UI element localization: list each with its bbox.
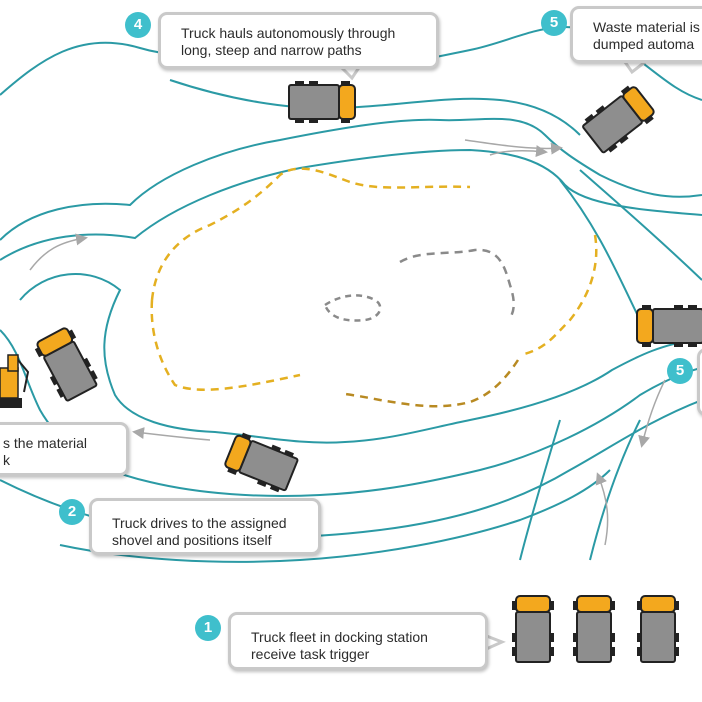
road-right-side-2 [579, 169, 702, 281]
arrow-left-top [29, 233, 88, 271]
truck-hauling-icon [288, 80, 356, 124]
road-inner-top-2 [0, 148, 702, 261]
excavator-icon [0, 354, 30, 408]
arrow-to-dump-2 [489, 145, 548, 158]
truck-docked-3-icon [636, 595, 680, 663]
pit-contour-outer [150, 167, 598, 357]
pit-contour-inner [399, 248, 515, 319]
truck-at-shovel-icon [31, 324, 102, 405]
arrow-right-down [638, 379, 666, 448]
direction-arrows [29, 139, 666, 546]
road-top-lane [169, 79, 581, 136]
step-5a-callout: Waste material is dumped automa [570, 6, 702, 63]
truck-docked-1-icon [511, 595, 555, 663]
callout-tail-4 [338, 64, 362, 81]
step-5b-callout [697, 348, 702, 416]
step-badge-5a: 5 [541, 10, 567, 36]
truck-dumping-icon [578, 81, 659, 158]
truck-docked-2-icon [572, 595, 616, 663]
arrow-dock-up [595, 472, 609, 546]
pit-contour-lower [344, 359, 520, 408]
road-shovel-loop [19, 273, 702, 444]
pit-contour-core [323, 294, 382, 322]
road-dock-right [589, 419, 641, 561]
step-badge-1: 1 [195, 615, 221, 641]
callout-tail-5a [623, 60, 646, 75]
callout-tail-1 [483, 633, 506, 652]
step-badge-5b: 5 [667, 358, 693, 384]
step-1-callout: Truck fleet in docking station receive t… [228, 612, 488, 670]
road-bottom-2 [59, 469, 611, 563]
arrow-to-shovel [132, 427, 211, 441]
road-inner-top [0, 117, 702, 241]
road-dock-left [519, 419, 561, 561]
step-3-callout: s the material k [0, 422, 129, 476]
step-badge-4: 4 [125, 12, 151, 38]
step-4-callout: Truck hauls autonomously through long, s… [158, 12, 439, 69]
arrow-to-dump [464, 139, 563, 155]
pit-contour-left [150, 299, 301, 391]
step-2-callout: Truck drives to the assigned shovel and … [89, 498, 321, 555]
step-badge-2: 2 [59, 499, 85, 525]
road-shovel-outer [0, 329, 702, 497]
truck-right-edge-icon [636, 304, 702, 348]
road-right-side [559, 179, 641, 321]
